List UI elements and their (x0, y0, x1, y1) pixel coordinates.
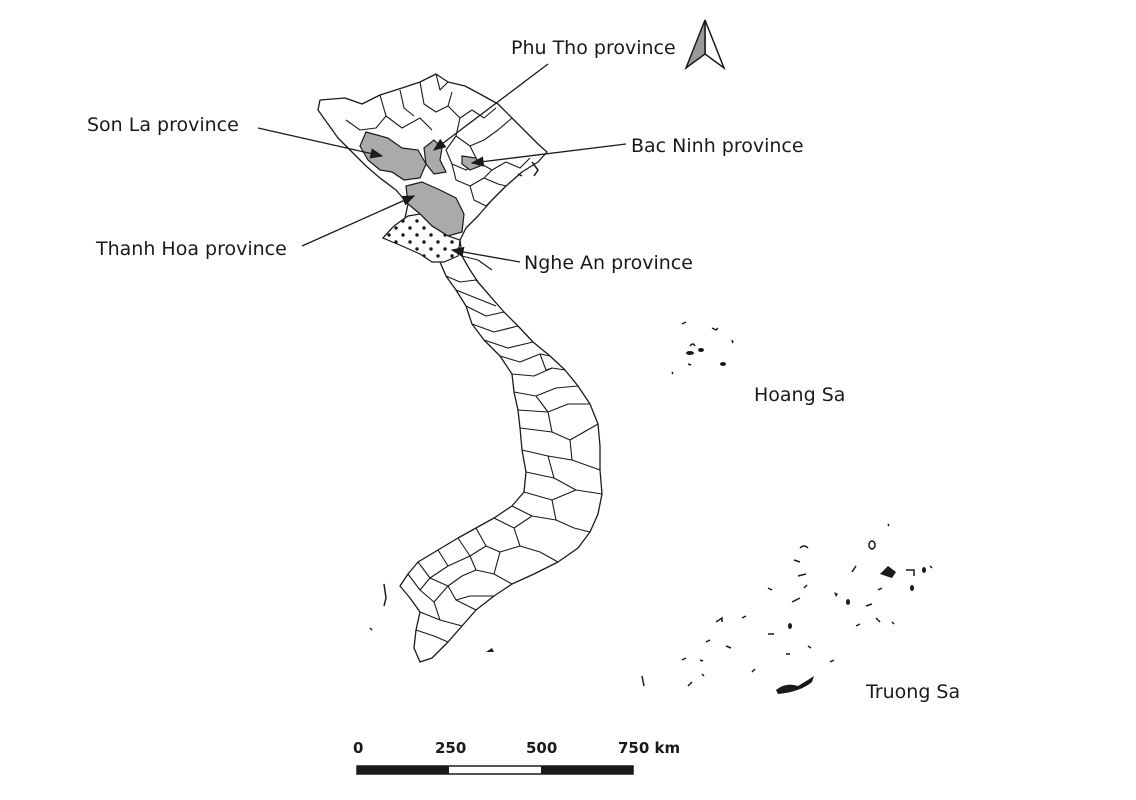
leader-lines (257, 63, 627, 263)
scale-tick-0: 0 (353, 739, 363, 757)
north-arrow-icon (684, 19, 726, 71)
truong-sa-islands (641, 523, 933, 694)
scale-tick-500: 500 (526, 739, 557, 757)
nghe-an-label: Nghe An province (524, 252, 693, 274)
province-borders (345, 73, 603, 643)
vietnam-outline (317, 73, 603, 663)
hoang-sa-label: Hoang Sa (754, 384, 845, 406)
phu-tho-label: Phu Tho province (511, 37, 676, 59)
thanh-hoa-province-shape (405, 181, 465, 237)
son-la-label: Son La province (87, 114, 239, 136)
thanh-hoa-label: Thanh Hoa province (95, 238, 287, 260)
son-la-province-shape (359, 131, 427, 181)
scale-tick-750: 750 km (618, 739, 680, 757)
scale-tick-250: 250 (435, 739, 466, 757)
hoang-sa-islands (671, 321, 734, 375)
bac-ninh-label: Bac Ninh province (631, 135, 804, 157)
coastal-islands (369, 161, 539, 652)
scale-bar: 0 250 500 750 km (353, 739, 680, 775)
truong-sa-label: Truong Sa (865, 681, 960, 703)
nghe-an-province-shape (381, 213, 461, 263)
